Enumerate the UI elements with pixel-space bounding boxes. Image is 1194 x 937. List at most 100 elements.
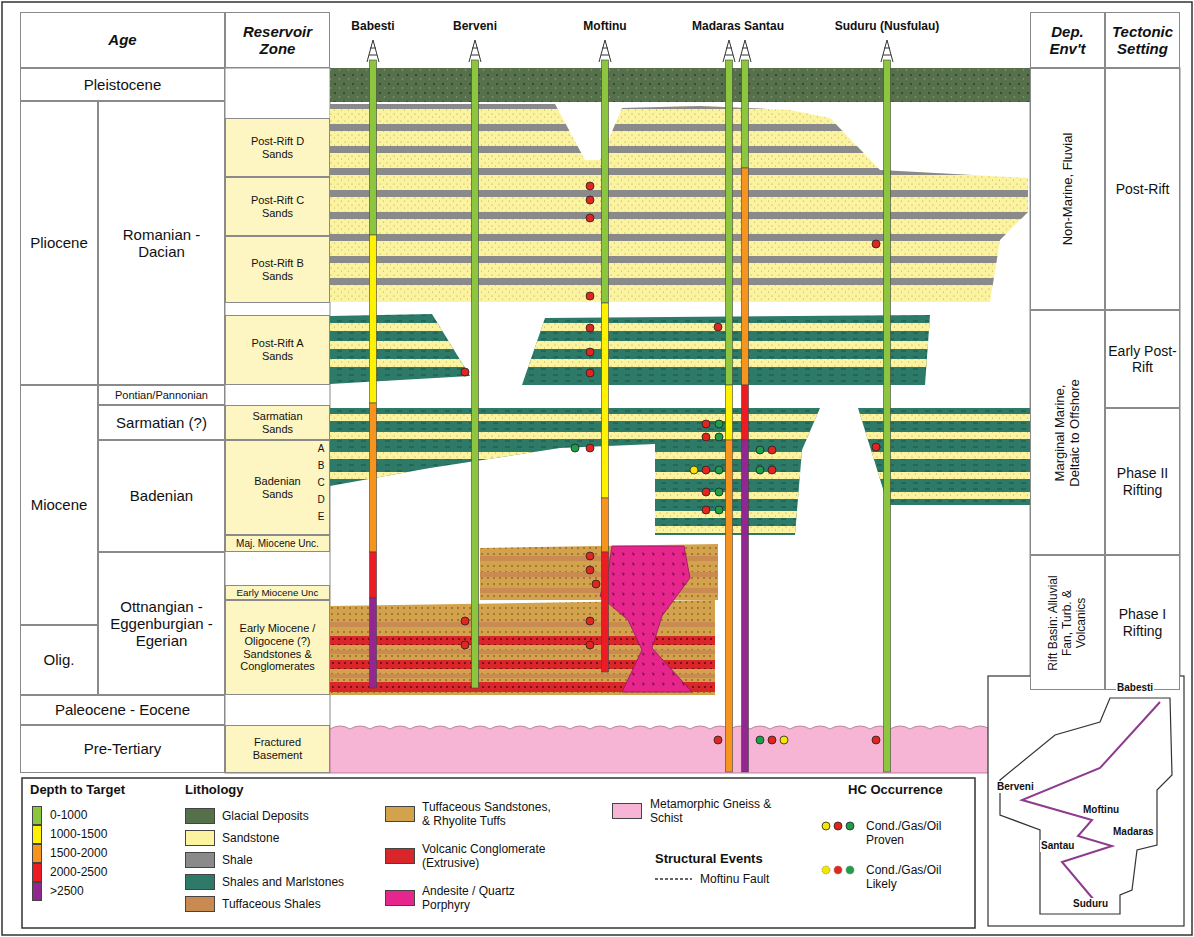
section-shape — [330, 405, 1030, 540]
cell-text: Post-Rift C Sands — [245, 194, 310, 219]
glacial-layer — [330, 68, 1030, 102]
depositional-environment: Marginal Marine, Deltaic to Offshore — [1030, 310, 1105, 555]
legend-text: Tuffaceous Sandstones, & Rhyolite Tuffs — [422, 800, 562, 828]
section-shape — [330, 124, 1030, 131]
cell-text: Ottnangian - Eggenburgian - Egerian — [104, 598, 219, 650]
legend-text: Cond./Gas/Oil Likely — [866, 863, 956, 891]
cell-text: Pliocene — [30, 234, 88, 251]
derrick-symbol — [599, 40, 611, 62]
section-shape — [330, 341, 940, 349]
section-shape — [330, 432, 1030, 439]
hc-dot — [756, 736, 764, 744]
age-cell: Olig. — [20, 625, 98, 695]
cell-text: Post-Rift — [1116, 181, 1170, 197]
hc-dot — [768, 446, 776, 454]
section-shape — [330, 472, 1030, 479]
hc-dot — [715, 433, 723, 441]
legend-heading: HC Occurrence — [848, 783, 943, 798]
andesite-intrusion — [600, 546, 692, 692]
well-segment — [472, 60, 479, 688]
well-segment — [742, 168, 749, 385]
section-shape — [330, 278, 1030, 285]
section-shape — [330, 234, 1030, 241]
legend-text: Andesite / Quartz Porphyry — [422, 884, 562, 912]
age-cell: Pleistocene — [20, 68, 225, 101]
section-shape — [330, 146, 1030, 153]
map-well-name: Suduru — [1072, 898, 1109, 910]
legend-swatch — [385, 806, 415, 822]
cell-text: Maj. Miocene Unc. — [236, 538, 319, 550]
cell-text: Badenian Sands — [245, 475, 310, 500]
well-segment — [742, 60, 749, 168]
legend-frame — [22, 778, 975, 928]
reservoir-zone-cell: Early Miocene / Oligocene (?) Sandstones… — [225, 600, 330, 695]
column-header: Tectonic Setting — [1105, 12, 1180, 68]
legend-text: 1000-1500 — [50, 827, 130, 841]
section-shape — [330, 323, 940, 331]
hc-dot — [872, 736, 880, 744]
cell-text: Pleistocene — [84, 76, 162, 93]
legend-text: Glacial Deposits — [222, 809, 372, 823]
map-well-name: Moftinu — [1082, 804, 1120, 816]
age-cell: Miocene — [20, 385, 98, 625]
reservoir-zone-cell: Fractured Basement — [225, 725, 330, 773]
hc-dot — [586, 324, 594, 332]
hc-dot — [461, 368, 469, 376]
legend-heading: Structural Events — [655, 852, 763, 867]
sand-unit-letter: C — [317, 477, 324, 489]
hc-dot — [702, 506, 710, 514]
well-segment — [726, 440, 733, 772]
derrick-symbol — [739, 40, 751, 62]
reservoir-zone-cell: Post-Rift B Sands — [225, 236, 330, 303]
cell-text: Post-Rift D Sands — [245, 135, 310, 160]
legend-text: >2500 — [50, 884, 130, 898]
cell-text: Fractured Basement — [243, 736, 313, 761]
column-header: Age — [20, 12, 225, 68]
hc-sample — [846, 866, 854, 874]
hc-dot — [461, 617, 469, 625]
tectonic-setting: Post-Rift — [1105, 68, 1180, 310]
cell-text: Non-Marine, Fluvial — [1060, 79, 1075, 299]
cell-text: Olig. — [44, 651, 75, 668]
fault-sample — [655, 878, 692, 880]
hc-sample — [822, 822, 830, 830]
age-cell: Sarmatian (?) — [98, 405, 225, 440]
column-header: Dep. Env't — [1030, 12, 1105, 68]
section-shape — [330, 452, 1030, 459]
section-shape — [330, 190, 1030, 197]
hc-dot — [780, 736, 788, 744]
hc-dot — [702, 420, 710, 428]
legend-swatch — [32, 806, 42, 825]
age-cell: Pre-Tertiary — [20, 725, 225, 773]
hc-dot — [690, 466, 698, 474]
depositional-environment: Rift Basin: Alluvial Fan, Turb. & Volcan… — [1030, 555, 1105, 690]
hc-dot — [702, 433, 710, 441]
table-grid — [1030, 68, 1180, 690]
derrick-symbol — [881, 40, 893, 62]
sand-unit-letter: E — [318, 511, 325, 523]
map-well-name: Babesti — [1116, 682, 1154, 694]
hc-dot — [756, 466, 764, 474]
hc-dot — [715, 420, 723, 428]
legend-heading: Lithology — [185, 783, 244, 798]
section-shape — [330, 492, 1030, 499]
reservoir-zone-cell: Post-Rift D Sands — [225, 118, 330, 177]
well-segment — [742, 440, 749, 772]
cell-text: Badenian — [130, 487, 193, 504]
well-name: Babesti — [351, 20, 394, 34]
legend-swatch — [185, 808, 215, 824]
legend-swatch — [612, 803, 642, 819]
tectonic-setting: Phase II Rifting — [1105, 408, 1180, 555]
hc-sample — [834, 866, 842, 874]
hc-dot — [715, 488, 723, 496]
legend-text: Moftinu Fault — [700, 872, 820, 886]
reservoir-zone-cell: Maj. Miocene Unc. — [225, 535, 330, 552]
cell-text: Sarmatian (?) — [116, 414, 207, 431]
well-segment — [370, 60, 377, 235]
legend-text: 2000-2500 — [50, 865, 130, 879]
legend-swatch — [185, 830, 215, 846]
hc-dot — [571, 444, 579, 452]
hc-dot — [872, 443, 880, 451]
cell-text: Sarmatian Sands — [245, 410, 310, 435]
hc-dot — [586, 617, 594, 625]
